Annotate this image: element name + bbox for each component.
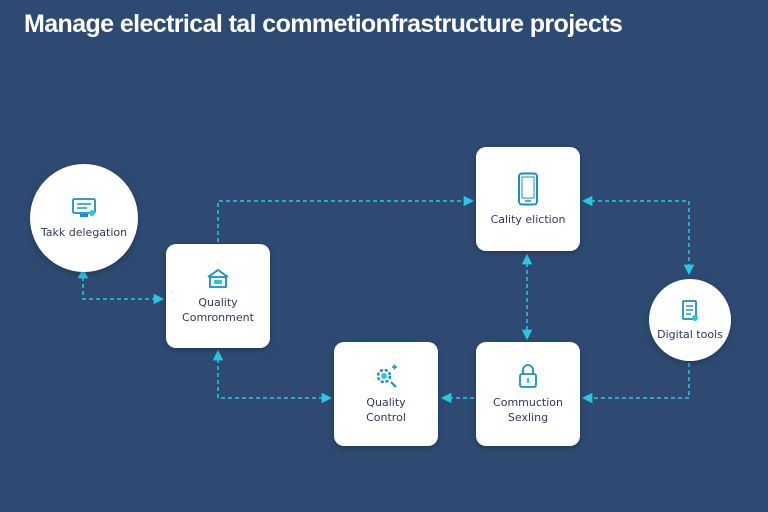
page-title: Manage electrical tal commetionfrastruct… xyxy=(24,10,623,38)
monitor-icon xyxy=(72,197,96,217)
node-label: Digital tools xyxy=(657,327,723,341)
node-construction-sealing: Commuction Sexling xyxy=(476,342,580,446)
node-label-2: Sexling xyxy=(507,411,549,424)
connector-digital-sealing xyxy=(581,363,690,404)
node-label: Quality xyxy=(198,296,238,309)
node-digital-tools: Digital tools xyxy=(649,279,731,361)
building-icon xyxy=(207,268,229,288)
node-label: Commuction xyxy=(493,396,563,409)
gear-icon xyxy=(376,364,397,388)
node-label: Quality xyxy=(366,396,406,409)
document-icon xyxy=(682,299,698,321)
node-quality-election: Cality eliction xyxy=(476,147,580,251)
node-label-2: Comronment xyxy=(182,311,254,324)
connector-election-digital xyxy=(581,195,695,276)
node-quality-component: Quality Comronment xyxy=(166,244,270,348)
connector-delegation-component xyxy=(77,267,165,305)
connector-component-election xyxy=(217,195,475,242)
node-label: Cality eliction xyxy=(490,212,566,226)
node-quality-control: Quality Control xyxy=(334,342,438,446)
smartphone-icon xyxy=(518,172,538,205)
connector-component-control xyxy=(212,349,333,404)
lock-icon xyxy=(519,364,537,388)
node-label: Takk delegation xyxy=(40,225,128,239)
node-task-delegation: Takk delegation xyxy=(30,164,138,272)
node-label-2: Control xyxy=(366,411,406,424)
